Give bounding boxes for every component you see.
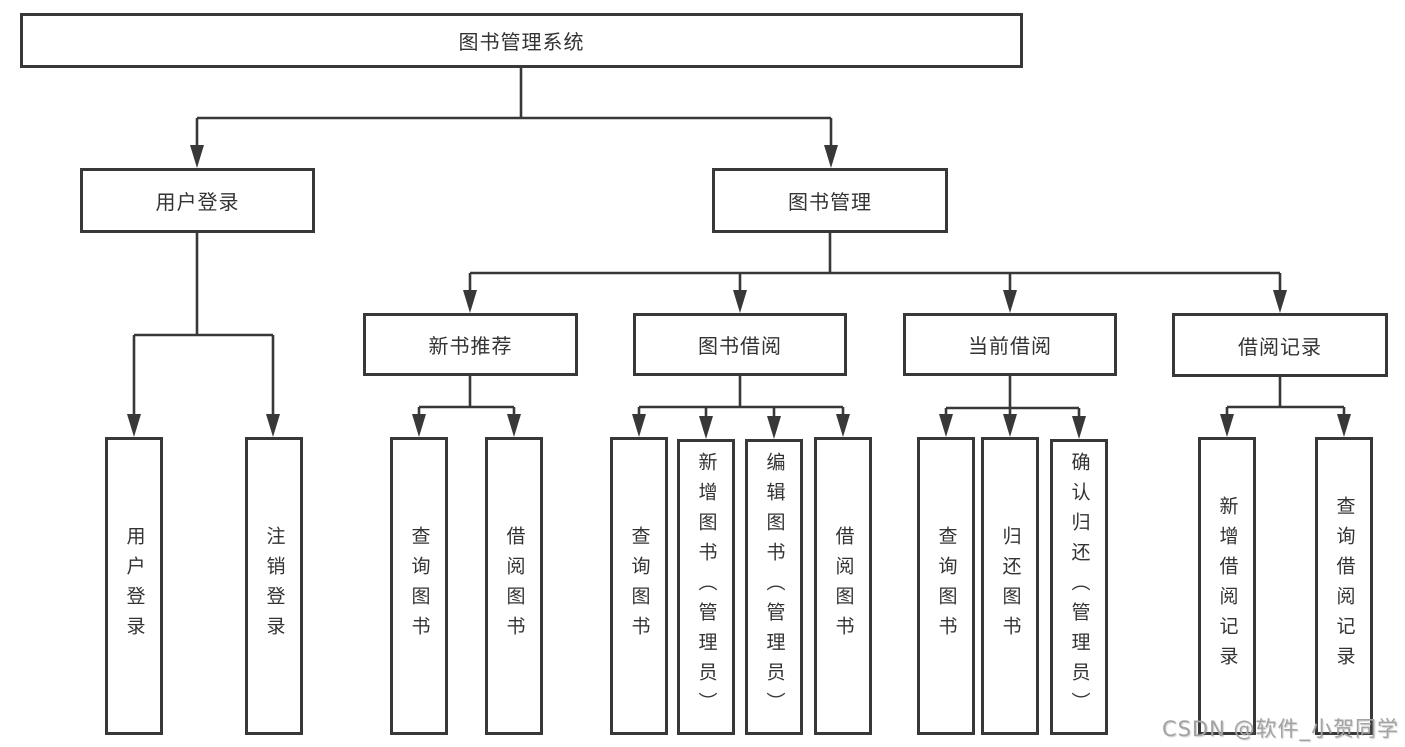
node-book-management: 图书管理 [712,168,948,233]
node-cb-confirm-return-admin-label: 确认归还（管理员） [1068,452,1091,722]
node-borrow-records-label: 借阅记录 [1238,334,1322,359]
node-book-borrowing-label: 图书借阅 [698,334,782,358]
node-leaf-user-login-label: 用户登录 [123,526,146,646]
node-current-borrowing: 当前借阅 [903,313,1117,376]
node-user-login-branch: 用户登录 [80,168,315,233]
watermark: CSDN @软件_小贺同学 [1161,717,1399,741]
node-bb-edit-books-admin: 编辑图书（管理员） [745,439,803,735]
node-new-book-recommend: 新书推荐 [363,313,578,376]
node-book-management-label: 图书管理 [788,190,872,214]
node-bb-borrow-books-label: 借阅图书 [832,526,855,646]
connectors-book-borrowing [632,375,850,439]
node-br-add-borrow-record: 新增借阅记录 [1198,437,1256,735]
node-bb-borrow-books: 借阅图书 [814,437,872,735]
node-root-label: 图书管理系统 [458,30,585,54]
node-bb-add-books-admin: 新增图书（管理员） [677,439,735,735]
node-nbr-borrow-books-label: 借阅图书 [503,526,526,646]
node-nbr-borrow-books: 借阅图书 [485,437,543,735]
node-cb-query-books-label: 查询图书 [935,526,958,646]
connectors-current-borrowing [939,375,1086,439]
node-cb-return-books: 归还图书 [981,437,1039,735]
node-bb-query-books: 查询图书 [610,437,668,735]
node-current-borrowing-label: 当前借阅 [968,334,1052,358]
node-leaf-logout: 注销登录 [245,437,303,735]
connectors-new-book-recommend [412,375,521,437]
connectors-user-login [127,233,280,437]
node-bb-edit-books-admin-label: 编辑图书（管理员） [763,452,786,722]
node-borrow-records: 借阅记录 [1172,313,1388,377]
node-cb-confirm-return-admin: 确认归还（管理员） [1050,439,1108,735]
node-bb-query-books-label: 查询图书 [628,526,651,646]
node-book-borrowing: 图书借阅 [633,313,847,376]
node-user-login-branch-label: 用户登录 [155,190,240,214]
node-new-book-recommend-label: 新书推荐 [428,334,513,358]
node-leaf-user-login: 用户登录 [105,437,163,735]
node-cb-query-books: 查询图书 [917,437,975,735]
node-leaf-logout-label: 注销登录 [263,526,286,646]
node-br-query-borrow-record: 查询借阅记录 [1315,437,1373,735]
node-br-add-borrow-record-label: 新增借阅记录 [1216,496,1239,676]
connectors-borrow-records [1220,377,1351,437]
connectors-book-management [463,233,1287,313]
node-br-query-borrow-record-label: 查询借阅记录 [1333,496,1356,676]
node-nbr-query-books-label: 查询图书 [408,526,431,646]
node-nbr-query-books: 查询图书 [390,437,448,735]
node-cb-return-books-label: 归还图书 [999,526,1022,646]
node-root: 图书管理系统 [20,13,1023,68]
node-bb-add-books-admin-label: 新增图书（管理员） [695,452,718,722]
connectors-root [190,68,838,168]
